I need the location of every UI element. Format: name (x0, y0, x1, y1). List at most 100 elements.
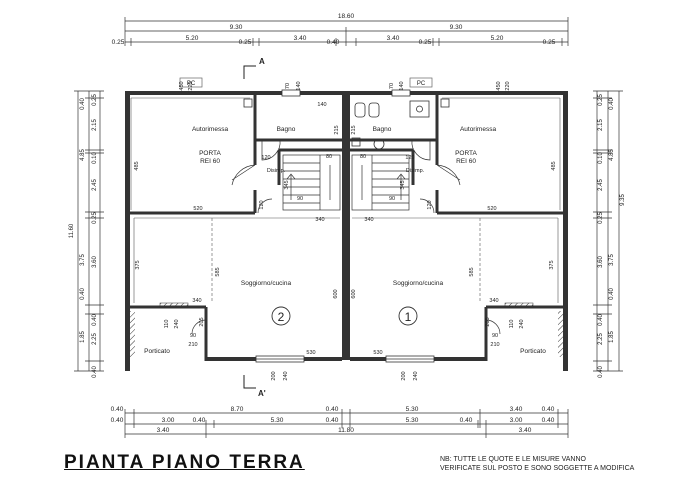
measure: 140 (296, 81, 302, 90)
porch-columns (129, 302, 564, 357)
measure: 90 (492, 333, 498, 339)
measure: 210 (188, 342, 197, 348)
room-bath-left: Bagno (277, 126, 296, 133)
left-dimension-lines (74, 90, 104, 372)
note-line-2: VERIFICATE SUL POSTO E SONO SOGGETTE A M… (440, 465, 635, 472)
dim-bottom-segment: 5.30 (406, 417, 419, 424)
pc-label-right: PC (417, 81, 426, 87)
measure: 340 (364, 217, 373, 223)
dim-bottom-segment: 0.40 (111, 406, 124, 413)
dim-left-segment: 0.10 (92, 152, 98, 164)
dim-left-segment: 2.45 (92, 179, 98, 191)
door-rating-right-2: REI 60 (456, 158, 476, 165)
dim-left-segment: 2.25 (92, 333, 98, 345)
measure: 375 (549, 260, 555, 269)
dim-top-segment: 0.25 (239, 39, 252, 46)
dim-left-segment: 2.15 (92, 119, 98, 131)
measure: 110 (164, 320, 170, 329)
measure: 240 (413, 371, 419, 380)
door-rating-right-1: PORTA (455, 150, 477, 157)
dim-right-segment: 2.25 (598, 333, 604, 345)
room-porch-right: Porticato (520, 348, 546, 355)
measure: 205 (199, 317, 205, 326)
dim-right-segment: 0.25 (598, 212, 604, 224)
pc-label-left: PC (187, 81, 196, 87)
dim-bottom-segment: 0.40 (460, 417, 473, 424)
dim-bottom-segment: 3.40 (510, 406, 523, 413)
measure: 90 (297, 196, 303, 202)
room-storage-right: Disimp. (406, 168, 425, 174)
room-garage-left: Autorimessa (192, 126, 229, 133)
dim-bottom-segment: 5.30 (406, 406, 419, 413)
dim-left-segment: 0.40 (80, 288, 86, 300)
room-bath-right: Bagno (373, 126, 392, 133)
dim-right-total: 9.35 (620, 194, 626, 206)
dim-right-segment: 0.40 (609, 288, 615, 300)
bathroom-fixtures (243, 98, 450, 150)
staircase-right (351, 154, 410, 211)
measure: 200 (401, 371, 407, 380)
measure: 140 (399, 81, 405, 90)
dim-bottom-segment: 0.40 (193, 417, 206, 424)
room-storage-left: Disimp. (267, 168, 286, 174)
dim-left-segment: 4.85 (80, 149, 86, 161)
dim-right-segment: 0.10 (598, 152, 604, 164)
dim-bottom-segment: 3.40 (519, 427, 532, 434)
dim-bottom-segment: 0.40 (542, 406, 555, 413)
unit-circles (271, 306, 418, 326)
door-rating-left-1: PORTA (199, 150, 221, 157)
dim-right-segment: 1.85 (609, 331, 615, 343)
dim-right-segment: 0.40 (598, 314, 604, 326)
measure: 340 (489, 298, 498, 304)
dim-right-segment: 0.40 (598, 366, 604, 378)
dim-right-segment: 3.60 (598, 256, 604, 268)
room-living-left: Soggiorno/cucina (241, 280, 292, 287)
dim-left-segment: 0.25 (92, 94, 98, 106)
measure: 600 (333, 289, 339, 298)
windows (255, 89, 435, 363)
section-label-bottom: A' (258, 389, 266, 398)
dim-left-segment: 3.75 (80, 254, 86, 266)
measure: 90 (389, 196, 395, 202)
section-marker-top (243, 65, 256, 79)
measure: 70 (285, 83, 291, 89)
measure: 120 (261, 155, 270, 161)
right-dimension-lines (593, 90, 623, 372)
dim-right-segment: 2.15 (598, 119, 604, 131)
dim-bottom-segment: 11.80 (338, 427, 354, 434)
measure: 120 (405, 155, 414, 161)
measure: 205 (485, 317, 491, 326)
dim-right-segment: 0.40 (609, 98, 615, 110)
section-label-top: A (259, 57, 265, 66)
dim-left-segment: 0.40 (80, 98, 86, 110)
room-garage-right: Autorimessa (460, 126, 497, 133)
dim-bottom-segment: 0.40 (542, 417, 555, 424)
measure: 80 (360, 154, 366, 160)
dim-top-segment: 0.25 (112, 39, 125, 46)
measure: 240 (174, 319, 180, 328)
dim-bottom-segment: 0.40 (326, 417, 339, 424)
dim-right-segment: 4.85 (609, 149, 615, 161)
room-living-right: Soggiorno/cucina (393, 280, 444, 287)
dim-top-segment: 5.20 (186, 35, 199, 42)
exterior-walls (125, 91, 568, 371)
dim-top-segment: 3.40 (294, 35, 307, 42)
drawing-title: PIANTA PIANO TERRA (64, 452, 305, 473)
measure: 215 (334, 125, 340, 134)
pc-boxes (179, 77, 433, 88)
dim-left-segment: 0.25 (92, 212, 98, 224)
measure: 520 (487, 206, 496, 212)
dim-bottom-segment: 0.40 (111, 417, 124, 424)
dim-left-total: 11.60 (69, 223, 75, 238)
measure: 450 (496, 81, 502, 90)
staircase-left (282, 154, 341, 211)
dim-top-half-right: 9.30 (450, 24, 463, 31)
measure: 140 (317, 102, 326, 108)
dim-top-segment: 0.40 (327, 39, 340, 46)
thin-lines (130, 97, 561, 303)
measure: 340 (315, 217, 324, 223)
dim-right-segment: 0.25 (598, 94, 604, 106)
door-rating-left-2: REI 60 (200, 158, 220, 165)
room-porch-left: Porticato (144, 348, 170, 355)
